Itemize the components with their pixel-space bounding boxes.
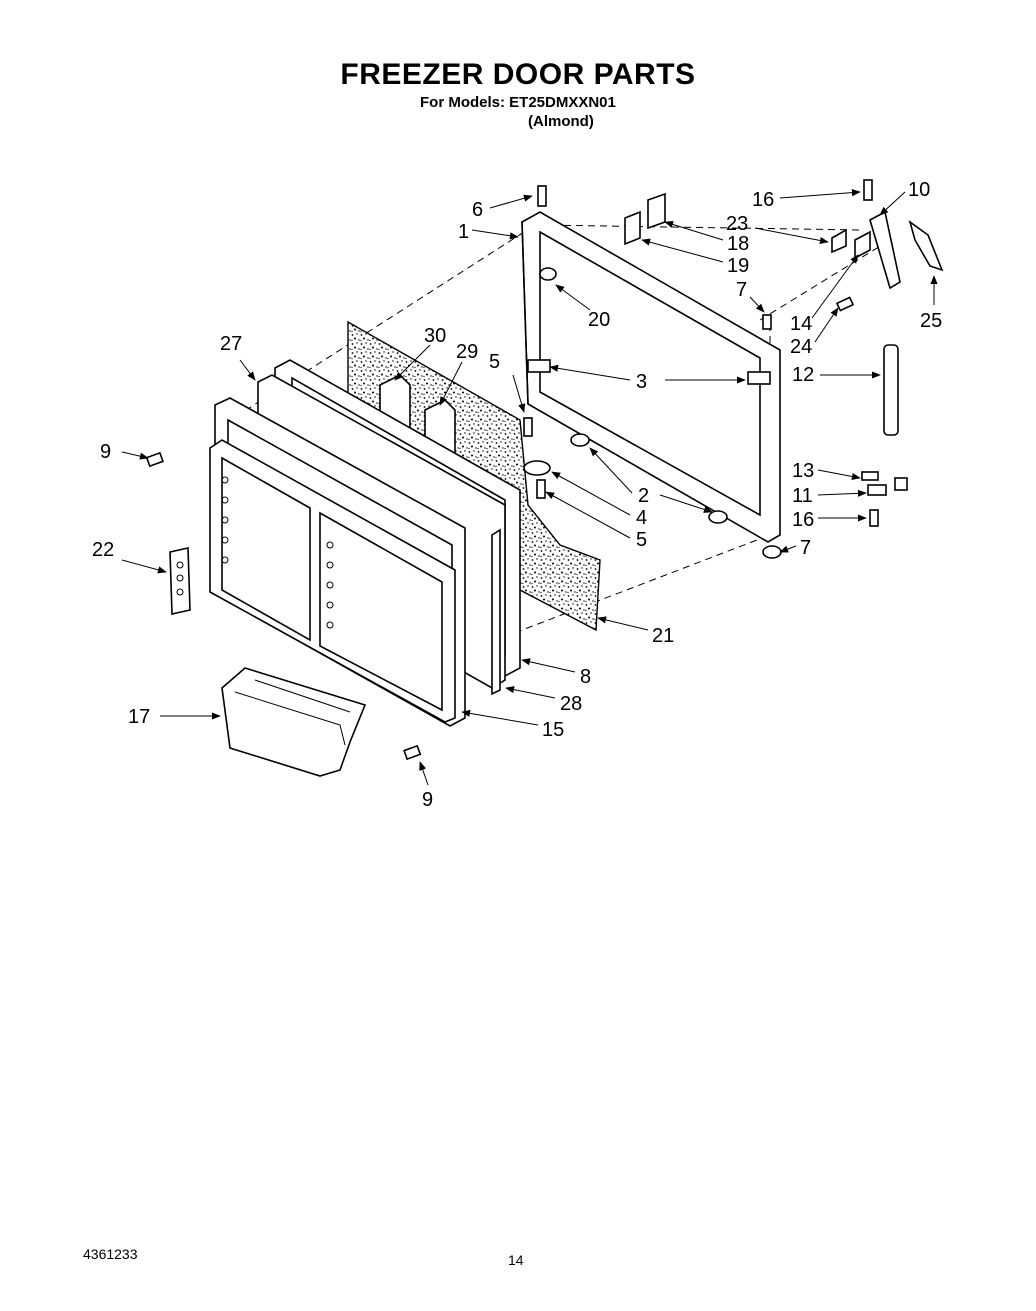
callout-7a: 7	[736, 279, 747, 301]
callout-19: 19	[727, 255, 749, 277]
callout-29: 29	[456, 341, 478, 363]
callout-9a: 9	[100, 441, 111, 463]
callout-20: 20	[588, 309, 610, 331]
callout-1: 1	[458, 221, 469, 243]
callout-4: 4	[636, 507, 647, 529]
callout-28: 28	[560, 693, 582, 715]
page-title: FREEZER DOOR PARTS	[340, 58, 696, 91]
callout-7b: 7	[800, 537, 811, 559]
leader-arrows	[121, 189, 938, 786]
callout-23: 23	[726, 213, 748, 235]
callout-labels: 6 1 18 19 20 3 5 2 4 5 7 7 16 23 10 14 2…	[92, 179, 942, 811]
hardware-parts	[145, 179, 944, 761]
callout-3: 3	[636, 371, 647, 393]
callout-14: 14	[790, 313, 812, 335]
callout-17: 17	[128, 706, 150, 728]
callout-16b: 16	[792, 509, 814, 531]
callout-12: 12	[792, 364, 814, 386]
door-shelf-basket	[221, 667, 367, 777]
callout-30: 30	[424, 325, 446, 347]
callout-25: 25	[920, 310, 942, 332]
callout-9b: 9	[422, 789, 433, 811]
callout-21: 21	[652, 625, 674, 647]
callout-6: 6	[472, 199, 483, 221]
trim-strip	[491, 528, 501, 696]
callout-11: 11	[792, 485, 813, 507]
callout-5a: 5	[489, 351, 500, 373]
document-number: 4361233	[83, 1246, 138, 1262]
page-number: 14	[508, 1252, 524, 1268]
door-frame-part	[521, 211, 781, 543]
callout-16a: 16	[752, 189, 774, 211]
callout-22: 22	[92, 539, 114, 561]
models-line: For Models: ET25DMXXN01	[420, 94, 616, 111]
callout-13: 13	[792, 460, 814, 482]
inner-door-panel	[209, 439, 456, 723]
callout-27: 27	[220, 333, 242, 355]
callout-15: 15	[542, 719, 564, 741]
callout-10: 10	[908, 179, 930, 201]
callout-24: 24	[790, 336, 812, 358]
callout-18: 18	[727, 233, 749, 255]
color-line: (Almond)	[528, 113, 594, 130]
callout-2: 2	[638, 485, 649, 507]
callout-8: 8	[580, 666, 591, 688]
door-stop-bracket	[169, 547, 191, 615]
callout-5b: 5	[636, 529, 647, 551]
